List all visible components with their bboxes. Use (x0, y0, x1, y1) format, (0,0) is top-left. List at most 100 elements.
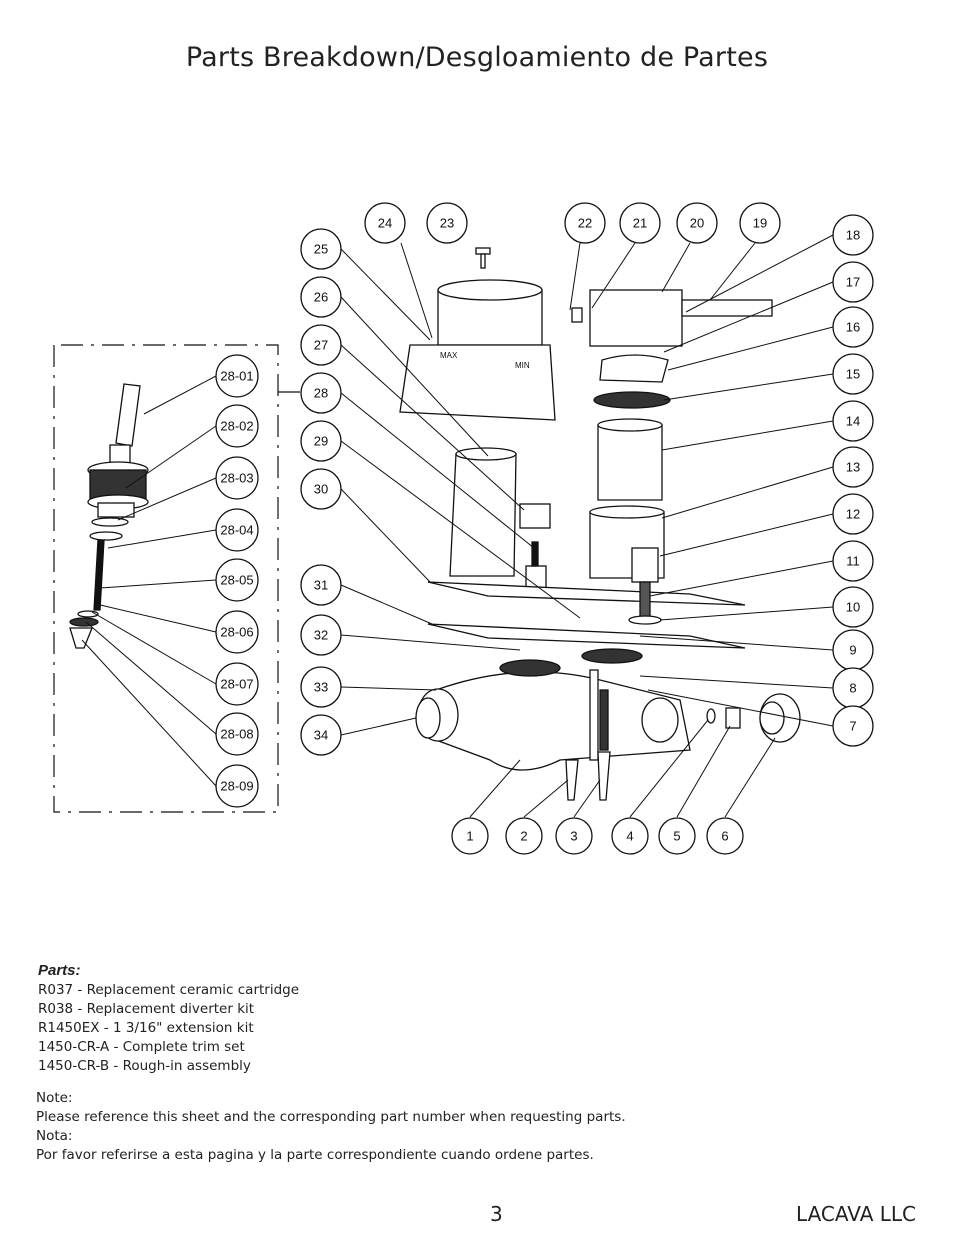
svg-text:21: 21 (633, 216, 647, 231)
callout-31: 31 (300, 564, 342, 606)
svg-text:20: 20 (690, 216, 704, 231)
callout-16: 16 (832, 306, 874, 348)
svg-text:14: 14 (846, 414, 860, 429)
svg-text:28-09: 28-09 (220, 779, 253, 794)
company-name: LACAVA LLC (796, 1202, 916, 1226)
callout-21: 21 (619, 202, 661, 244)
svg-text:25: 25 (314, 242, 328, 257)
svg-text:31: 31 (314, 578, 328, 593)
svg-text:10: 10 (846, 600, 860, 615)
svg-text:28-06: 28-06 (220, 625, 253, 640)
svg-text:3: 3 (570, 829, 577, 844)
svg-text:27: 27 (314, 338, 328, 353)
max-marking: MAX (440, 351, 458, 360)
svg-text:6: 6 (721, 829, 728, 844)
parts-item: R037 - Replacement ceramic cartridge (38, 982, 300, 998)
callout-32: 32 (300, 614, 342, 656)
svg-text:19: 19 (753, 216, 767, 231)
callout-7: 7 (832, 705, 874, 747)
parts-item: R1450EX - 1 3/16" extension kit (38, 1020, 254, 1036)
nota-label: Nota: (36, 1128, 73, 1144)
cartridge-drawing (69, 383, 149, 649)
svg-text:11: 11 (846, 554, 860, 569)
svg-text:26: 26 (314, 290, 328, 305)
svg-text:28-08: 28-08 (220, 727, 253, 742)
callout-9: 9 (832, 629, 874, 671)
callout-15: 15 (832, 353, 874, 395)
svg-text:29: 29 (314, 434, 328, 449)
callout-28-08: 28-08 (215, 712, 259, 756)
callout-2: 2 (505, 817, 543, 855)
svg-text:28-05: 28-05 (220, 573, 253, 588)
callout-34: 34 (300, 714, 342, 756)
callout-1: 1 (451, 817, 489, 855)
callout-27: 27 (300, 324, 342, 366)
callout-28-09: 28-09 (215, 764, 259, 808)
svg-text:24: 24 (378, 216, 392, 231)
callout-28-07: 28-07 (215, 662, 259, 706)
svg-text:33: 33 (314, 680, 328, 695)
svg-text:13: 13 (846, 460, 860, 475)
svg-text:30: 30 (314, 482, 328, 497)
leader-lines (81, 234, 834, 818)
callout-28: 28 (300, 372, 342, 414)
note-label: Note: (36, 1090, 73, 1106)
callouts: 28-01 28-02 28-03 28-04 28-05 28-06 28-0… (215, 202, 874, 855)
callout-8: 8 (832, 667, 874, 709)
svg-text:5: 5 (673, 829, 680, 844)
svg-text:17: 17 (846, 275, 860, 290)
cartridge-detail-box (53, 344, 300, 813)
svg-text:28: 28 (314, 386, 328, 401)
callout-18: 18 (832, 214, 874, 256)
callout-28-01: 28-01 (215, 354, 259, 398)
valve-assembly-drawing: MAX MIN (399, 247, 801, 801)
callout-28-02: 28-02 (215, 404, 259, 448)
svg-text:34: 34 (314, 728, 328, 743)
callout-19: 19 (739, 202, 781, 244)
parts-list: Parts: R037 - Replacement ceramic cartri… (38, 962, 638, 1076)
callout-13: 13 (832, 446, 874, 488)
callout-24: 24 (364, 202, 406, 244)
parts-item: R038 - Replacement diverter kit (38, 1001, 255, 1017)
svg-text:28-04: 28-04 (220, 523, 253, 538)
svg-text:2: 2 (520, 829, 527, 844)
callout-23: 23 (426, 202, 468, 244)
callout-6: 6 (706, 817, 744, 855)
svg-text:16: 16 (846, 320, 860, 335)
min-marking: MIN (515, 361, 530, 370)
note-text: Please reference this sheet and the corr… (36, 1109, 626, 1125)
parts-item: 1450-CR-B - Rough-in assembly (38, 1058, 251, 1074)
svg-text:28-02: 28-02 (220, 419, 253, 434)
callout-33: 33 (300, 666, 342, 708)
svg-text:28-03: 28-03 (220, 471, 253, 486)
callout-29: 29 (300, 420, 342, 462)
callout-10: 10 (832, 586, 874, 628)
callout-17: 17 (832, 261, 874, 303)
callout-25: 25 (300, 228, 342, 270)
nota-text: Por favor referirse a esta pagina y la p… (36, 1147, 594, 1163)
notes-section: Note: Please reference this sheet and th… (36, 1089, 916, 1165)
svg-text:28-07: 28-07 (220, 677, 253, 692)
svg-text:1: 1 (466, 829, 473, 844)
callout-11: 11 (832, 540, 874, 582)
parts-item: 1450-CR-A - Complete trim set (38, 1039, 245, 1055)
svg-text:7: 7 (849, 719, 856, 734)
callout-3: 3 (555, 817, 593, 855)
parts-heading: Parts: (38, 962, 81, 979)
callout-28-03: 28-03 (215, 456, 259, 500)
callout-14: 14 (832, 400, 874, 442)
svg-text:18: 18 (846, 228, 860, 243)
callout-20: 20 (676, 202, 718, 244)
page-number: 3 (490, 1202, 503, 1226)
svg-text:4: 4 (626, 829, 633, 844)
callout-22: 22 (564, 202, 606, 244)
svg-text:28-01: 28-01 (220, 369, 253, 384)
svg-text:23: 23 (440, 216, 454, 231)
callout-30: 30 (300, 468, 342, 510)
svg-text:9: 9 (849, 643, 856, 658)
svg-text:12: 12 (846, 507, 860, 522)
callout-26: 26 (300, 276, 342, 318)
page-title: Parts Breakdown/Desgloamiento de Partes (185, 42, 769, 73)
svg-text:22: 22 (578, 216, 592, 231)
